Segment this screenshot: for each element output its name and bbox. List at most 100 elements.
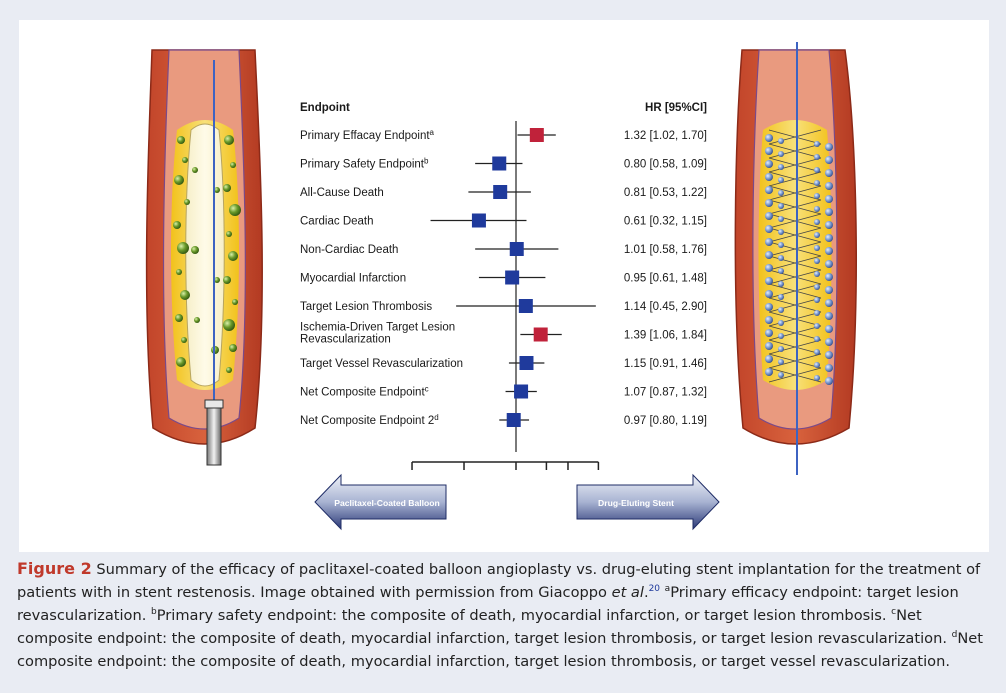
drug-particle <box>814 193 820 199</box>
left-arrow-label: Paclitaxel-Coated Balloon <box>334 498 440 508</box>
drug-particle <box>825 260 833 268</box>
drug-particle <box>825 247 833 255</box>
drug-particle <box>814 362 820 368</box>
drug-particle <box>778 307 784 313</box>
caption-text-b: Primary safety endpoint: the composite o… <box>156 607 892 624</box>
drug-particle <box>182 157 188 163</box>
drug-particle <box>232 299 238 305</box>
drug-particle <box>814 219 820 225</box>
drug-particle <box>174 175 184 185</box>
endpoint-label: Primary Effacay Endpointa <box>300 128 435 142</box>
drug-particle <box>228 251 238 261</box>
drug-particle <box>778 203 784 209</box>
endpoint-label: Net Composite Endpoint 2d <box>300 413 439 427</box>
drug-particle <box>765 264 773 272</box>
drug-particle <box>814 206 820 212</box>
caption-text-d: Net composite endpoint: the composite of… <box>17 630 983 670</box>
drug-particle <box>814 336 820 342</box>
drug-particle <box>814 167 820 173</box>
figure-label: Figure 2 <box>17 559 92 578</box>
drug-particle <box>177 136 185 144</box>
drug-particle <box>825 234 833 242</box>
hr-value: 0.80 [0.58, 1.09] <box>624 159 707 171</box>
drug-particle <box>778 138 784 144</box>
drug-particle <box>814 232 820 238</box>
endpoint-label: Non-Cardiac Death <box>300 244 398 256</box>
caption-ref: 20 <box>648 584 661 595</box>
drug-particle <box>825 286 833 294</box>
drug-particle <box>778 255 784 261</box>
drug-particle <box>825 312 833 320</box>
drug-particle <box>778 151 784 157</box>
balloon-vessel-illustration <box>145 49 263 466</box>
hr-marker <box>492 156 507 171</box>
endpoint-header: Endpoint <box>300 102 350 114</box>
hr-marker <box>529 128 544 142</box>
drug-particle <box>825 156 833 164</box>
left-arrow: Paclitaxel-Coated Balloon <box>314 473 447 531</box>
drug-particle <box>778 177 784 183</box>
drug-particle <box>814 284 820 290</box>
drug-particle <box>778 359 784 365</box>
drug-particle <box>229 344 237 352</box>
drug-particle <box>765 342 773 350</box>
drug-particle <box>825 208 833 216</box>
drug-particle <box>778 164 784 170</box>
stent-vessel-illustration <box>734 42 857 475</box>
hr-value: 0.95 [0.61, 1.48] <box>624 273 707 285</box>
drug-particle <box>765 316 773 324</box>
caption-sup-b: b <box>151 607 157 618</box>
caption-text-c: Net composite endpoint: the composite of… <box>17 607 952 647</box>
drug-particle <box>181 337 187 343</box>
drug-particle <box>825 221 833 229</box>
caption-et-al: et al <box>611 584 644 601</box>
drug-particle <box>765 199 773 207</box>
endpoint-footnote-marker: c <box>425 385 429 394</box>
endpoint-label: Cardiac Death <box>300 216 374 228</box>
hr-marker <box>518 299 533 313</box>
drug-particle <box>814 180 820 186</box>
endpoint-label: All-Cause Death <box>300 187 384 199</box>
endpoint-label: Target Vessel Revascularization <box>300 358 463 370</box>
hr-value: 0.81 [0.53, 1.22] <box>624 187 707 199</box>
drug-particle <box>765 355 773 363</box>
right-arrow-label: Drug-Eluting Stent <box>598 498 674 508</box>
drug-particle <box>825 351 833 359</box>
endpoint-label: Primary Safety Endpointb <box>300 157 429 171</box>
hr-value: 0.97 [0.80, 1.19] <box>624 415 707 427</box>
drug-particle <box>226 367 232 373</box>
drug-particle <box>229 204 241 216</box>
x-axis <box>411 461 600 470</box>
drug-particle <box>765 277 773 285</box>
drug-particle <box>814 271 820 277</box>
hr-value: 1.07 [0.87, 1.32] <box>624 387 707 399</box>
endpoint-label: Ischemia-Driven Target Lesion <box>300 322 455 334</box>
drug-particle <box>778 190 784 196</box>
drug-particle <box>226 231 232 237</box>
drug-particle <box>778 229 784 235</box>
drug-particle <box>814 154 820 160</box>
drug-particle <box>765 290 773 298</box>
drug-particle <box>814 258 820 264</box>
drug-particle <box>825 195 833 203</box>
figure-caption: Figure 2 Summary of the efficacy of pacl… <box>17 557 995 673</box>
caption-text-a: Primary efficacy endpoint: target lesion… <box>17 584 959 624</box>
drug-particle <box>778 281 784 287</box>
drug-particle <box>765 173 773 181</box>
drug-particle <box>825 169 833 177</box>
drug-particle <box>778 294 784 300</box>
drug-particle <box>778 268 784 274</box>
endpoint-footnote-marker: a <box>430 128 435 137</box>
drug-particle <box>765 212 773 220</box>
drug-particle <box>223 276 231 284</box>
hr-marker <box>471 213 486 228</box>
caption-dot: . <box>643 584 649 601</box>
drug-particle <box>825 299 833 307</box>
caption-sup-a: a <box>664 584 671 595</box>
